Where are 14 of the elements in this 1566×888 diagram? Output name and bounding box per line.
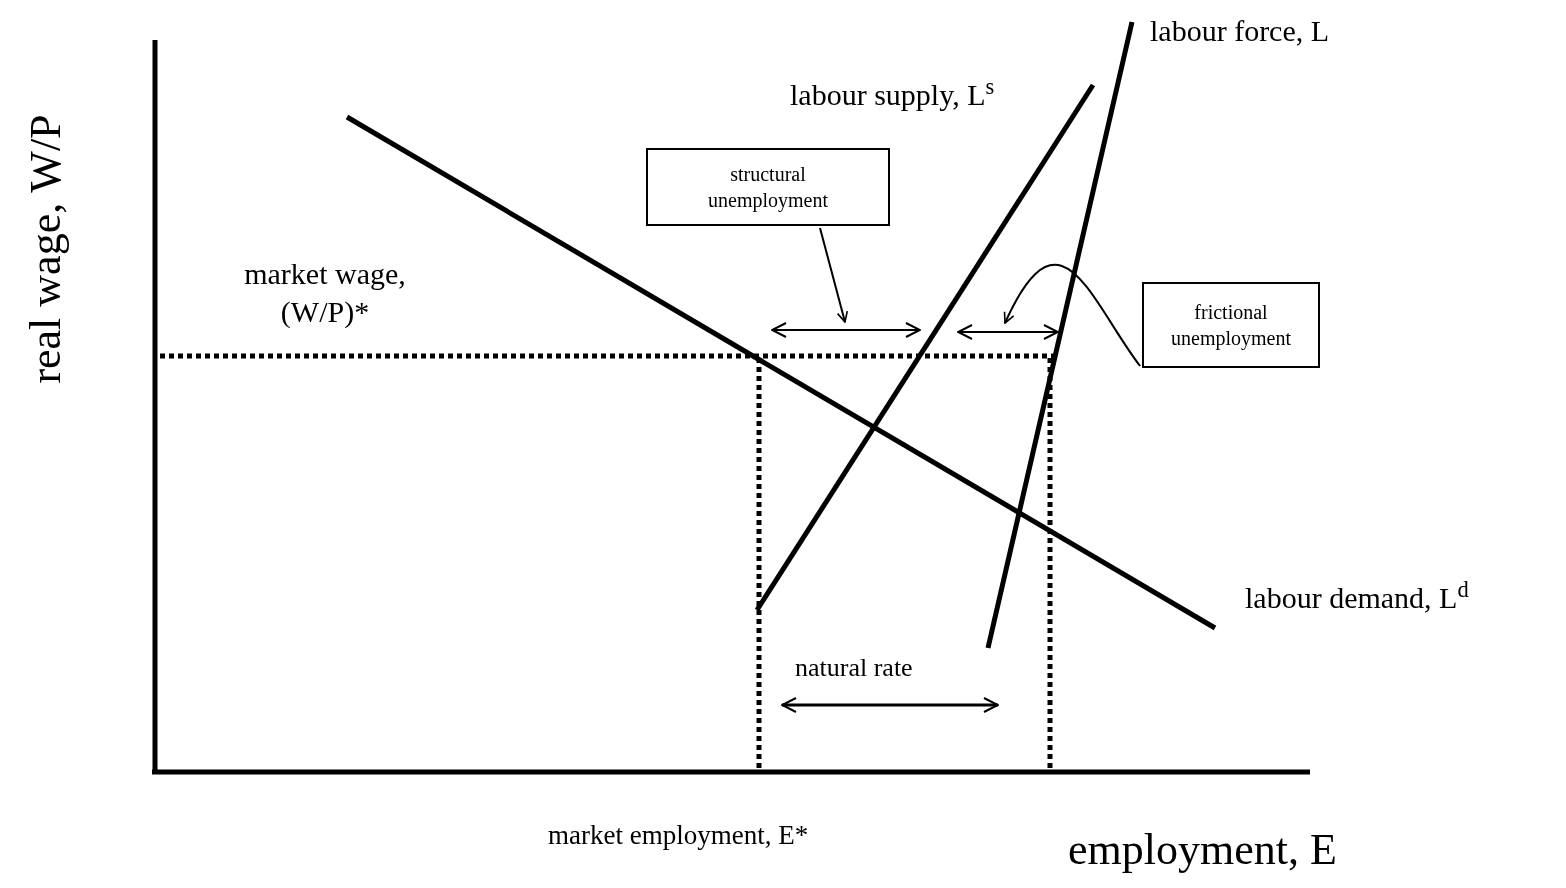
- wage-label: market wage, (W/P)*: [243, 256, 407, 330]
- axis-marker-label: market employment, E*: [548, 819, 809, 852]
- axis-title: employment, E: [1068, 828, 1337, 872]
- double-arrow: [771, 322, 921, 338]
- range-label: natural rate: [795, 652, 913, 684]
- curve-label: labour supply, L$^{s}$: [790, 72, 995, 113]
- callout-box: structural unemployment: [646, 148, 890, 226]
- callout-box: frictional unemployment: [1142, 282, 1320, 368]
- curve-label: labour demand, L$^{d}$: [1245, 575, 1469, 616]
- leader-arrow: [819, 227, 849, 323]
- curve-label: labour force, L: [1150, 13, 1330, 49]
- double-arrow: [957, 324, 1059, 340]
- leader-arrow: [1004, 263, 1141, 367]
- axis-title: real wage, W/P: [23, 113, 68, 386]
